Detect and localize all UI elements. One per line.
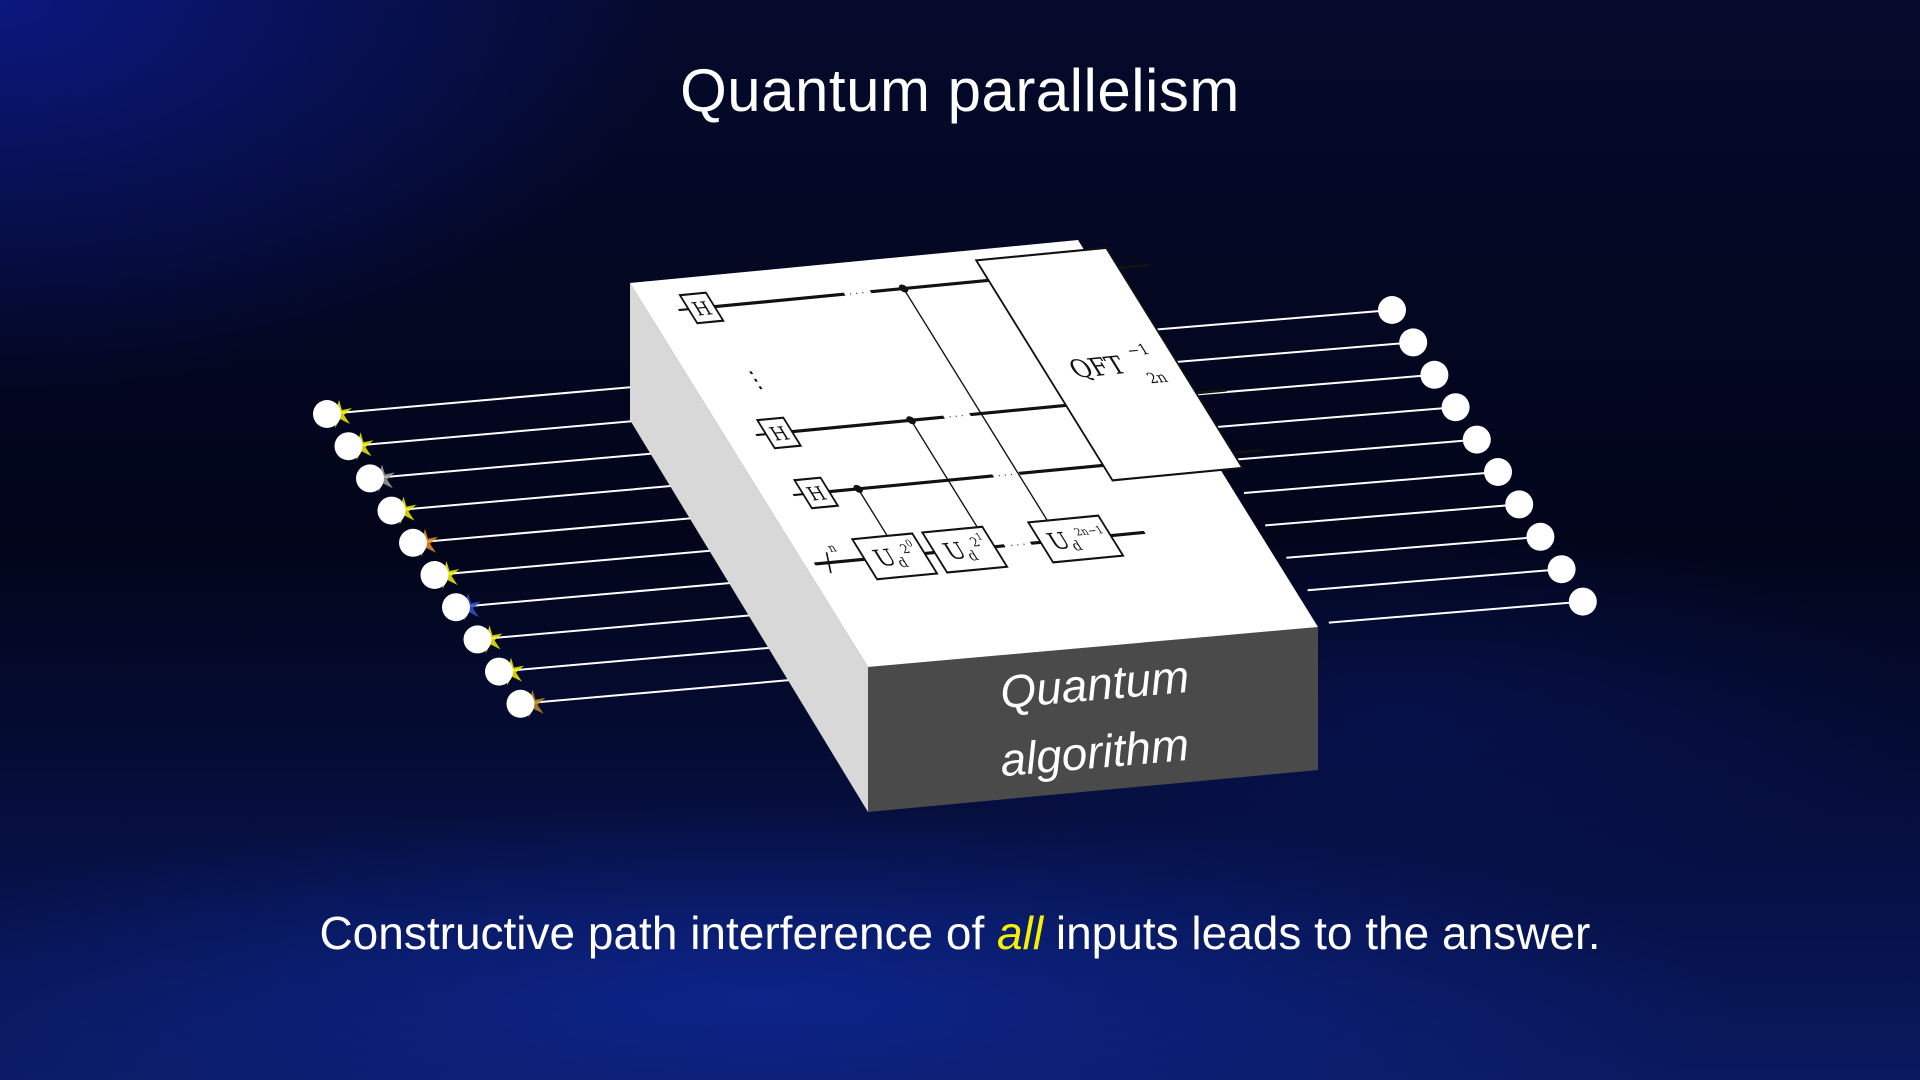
output-qubit-3 [1420,360,1449,389]
ellipsis-3: · · · [994,469,1016,481]
slide-title: Quantum parallelism [680,57,1240,124]
output-qubit-2 [1399,328,1428,357]
qubit-wire-2 [755,433,767,437]
qft-inverse-gate [974,246,1245,482]
ellipsis-2: · · · [945,410,967,422]
input-qubit-10 [506,689,535,718]
input-line-2 [348,417,667,448]
output-qubit-4 [1441,393,1470,422]
input-line-8 [477,610,796,641]
input-line-6 [434,546,753,576]
target-register-wire [813,557,866,566]
ellipsis-4: · · · [1007,539,1029,551]
output-line-8 [1286,535,1541,559]
input-qubit-1 [313,400,341,428]
qubit-wire-3 [792,493,804,497]
control-line-2 [910,420,991,548]
input-qubit-7 [442,593,470,622]
input-qubit-2 [334,432,363,461]
output-line-4 [1201,406,1456,430]
output-line-6 [1243,471,1499,494]
caption-after: inputs leads to the answer. [1043,907,1601,959]
output-balls [1378,296,1597,616]
qft-superscript: −1 [1122,341,1153,359]
input-qubit-8 [463,625,492,654]
input-line-9 [498,642,818,673]
input-lines [326,385,839,705]
box-front-face [868,627,1318,812]
output-qubit-1 [1378,296,1406,324]
register-slash [825,552,832,574]
input-qubit-5 [399,528,427,557]
output-line-3 [1180,373,1435,397]
ellipsis-1: · · · [846,287,868,299]
input-qubit-3 [356,464,384,493]
output-qubit-10 [1568,587,1597,616]
input-line-4 [391,481,710,512]
output-line-1 [1137,309,1393,332]
input-line-7 [455,578,775,609]
output-qubit-7 [1505,490,1534,519]
output-lines [1137,309,1583,624]
output-qubit-9 [1547,555,1576,584]
output-line-2 [1159,341,1414,365]
control-dot-1 [898,284,909,293]
box-top-face [630,240,1318,667]
output-line-9 [1307,568,1562,592]
output-qubit-8 [1526,522,1555,551]
input-line-5 [412,513,732,544]
control-dot-2 [906,416,916,425]
input-line-10 [520,674,839,705]
output-qubit-5 [1462,425,1491,454]
unitary-gate-3 [1026,514,1125,564]
input-qubit-6 [420,561,449,589]
unitary-power-exp-2: 1 [973,532,985,543]
slide-caption: Constructive path interference of all in… [0,906,1920,960]
caption-emphasis: all [997,907,1044,959]
qubit-wire-1 [677,308,690,312]
input-qubit-9 [485,657,513,686]
unitary-power-3: 2n−1 [1071,524,1106,539]
input-line-1 [326,385,646,415]
input-line-3 [369,449,689,480]
input-qubit-4 [377,496,406,525]
input-balls [313,400,546,718]
caption-before: Constructive path interference of [319,907,998,959]
circuit-diagram: H · · · ⋮ H · · · H · · · QFT −1 2n [677,246,1265,581]
unitary-power-exp-1: 0 [903,539,915,550]
output-line-10 [1328,600,1583,624]
hadamard-gate-3 [792,476,840,510]
output-qubit-6 [1484,458,1512,486]
output-line-5 [1222,438,1477,462]
box-left-face [630,283,868,812]
output-line-7 [1265,503,1520,527]
